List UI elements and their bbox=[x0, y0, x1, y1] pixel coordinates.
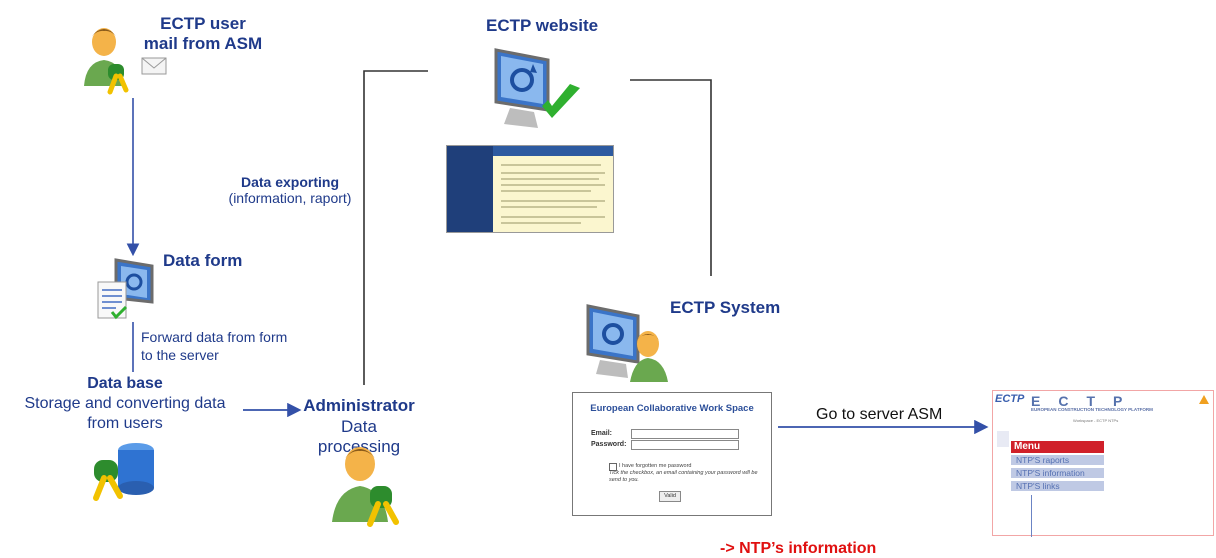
asm-menu-item[interactable]: NTP'S information bbox=[1011, 467, 1104, 478]
database-line2: from users bbox=[87, 415, 163, 432]
database-label: Data base Storage and converting data fr… bbox=[6, 375, 244, 433]
user-title-line2: mail from ASM bbox=[143, 34, 263, 53]
asm-left-nav bbox=[997, 431, 1009, 447]
data-form-icon bbox=[97, 258, 154, 320]
website-title: ECTP website bbox=[486, 16, 599, 35]
asm-divider bbox=[1031, 495, 1032, 537]
user-title-line1: ECTP user bbox=[160, 14, 246, 33]
admin-title: Administrator bbox=[303, 396, 415, 415]
admin-label: Administrator Data processing bbox=[300, 396, 418, 457]
forward-label: Forward data from form to the server bbox=[141, 328, 287, 364]
forgot-password-checkbox[interactable] bbox=[609, 463, 617, 471]
email-label: Email: bbox=[591, 430, 613, 437]
connector-admin-to-website bbox=[363, 70, 428, 385]
monitor-check-icon bbox=[494, 48, 580, 128]
asm-menu-item[interactable]: NTP'S raports bbox=[1011, 454, 1104, 465]
forgot-help-line2: send to you. bbox=[609, 477, 639, 483]
ectp-letters: ECTP bbox=[1031, 393, 1141, 409]
asm-subheader: Workspace - ECTP NTPs bbox=[1073, 418, 1119, 423]
ntp-information-note: -> NTP’s information bbox=[720, 540, 877, 557]
export-label-line2: (information, raport) bbox=[228, 190, 352, 206]
forward-label-line2: to the server bbox=[141, 347, 219, 363]
login-title: European Collaborative Work Space bbox=[590, 403, 754, 414]
email-field[interactable] bbox=[631, 429, 739, 439]
database-icon bbox=[93, 443, 154, 501]
valid-button[interactable]: Valid bbox=[659, 491, 681, 502]
user-icon bbox=[84, 28, 167, 95]
user-title: ECTP user mail from ASM bbox=[128, 14, 278, 54]
data-form-title: Data form bbox=[163, 251, 243, 270]
database-title: Data base bbox=[87, 375, 163, 392]
goto-asm-label: Go to server ASM bbox=[816, 406, 943, 423]
export-label: Data exporting (information, raport) bbox=[218, 174, 362, 206]
system-monitor-user-icon bbox=[586, 304, 668, 382]
system-title: ECTP System bbox=[670, 298, 781, 317]
forgot-password-label: I have forgotten me password bbox=[619, 463, 692, 469]
website-screenshot bbox=[446, 145, 614, 233]
asm-screenshot: ECTP ECTP EUROPEAN CONSTRUCTION TECHNOLO… bbox=[992, 390, 1214, 537]
asm-menu-title: Menu bbox=[1011, 441, 1104, 453]
administrator-icon bbox=[332, 447, 399, 527]
password-field[interactable] bbox=[631, 440, 739, 450]
forgot-help-line1: Tick the checkbox, an email containing y… bbox=[609, 470, 758, 476]
warning-icon bbox=[1199, 395, 1209, 404]
password-label: Password: bbox=[591, 441, 627, 448]
database-line1: Storage and converting data bbox=[24, 395, 226, 412]
asm-menu-item[interactable]: NTP'S links bbox=[1011, 480, 1104, 491]
admin-subtitle: Data processing bbox=[317, 417, 401, 456]
connector-website-to-system bbox=[630, 79, 712, 276]
login-form-screenshot: European Collaborative Work Space Email:… bbox=[572, 392, 772, 516]
ectp-logo: ECTP bbox=[995, 393, 1025, 405]
forward-label-line1: Forward data from form bbox=[141, 329, 288, 345]
export-label-line1: Data exporting bbox=[240, 174, 339, 190]
ectp-tagline: EUROPEAN CONSTRUCTION TECHNOLOGY PLATFOR… bbox=[1031, 407, 1153, 412]
